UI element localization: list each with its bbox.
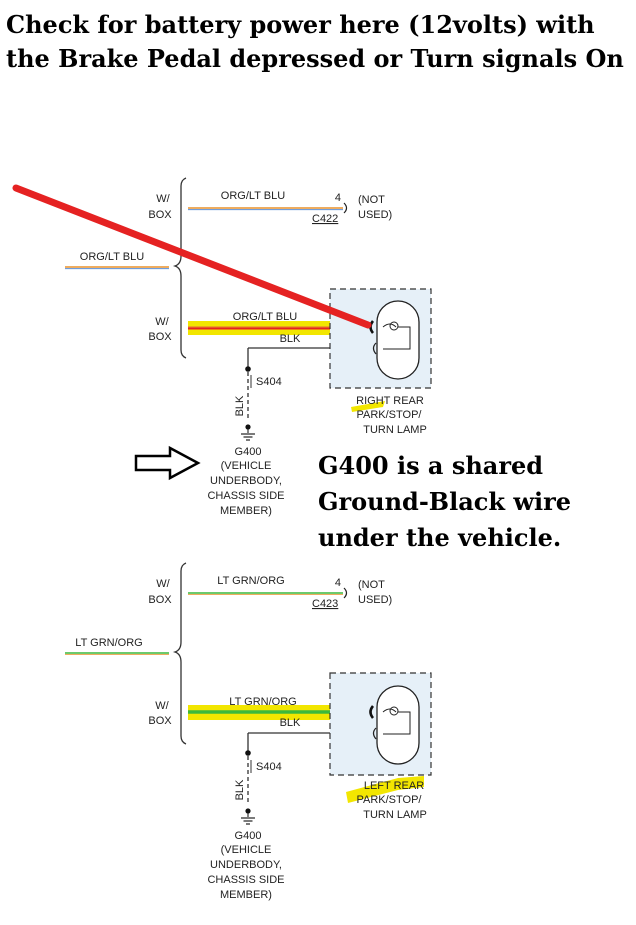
top-ground-wire-label: BLK [234, 395, 246, 416]
bottom-connector-symbol [343, 587, 348, 599]
bottom-lamp-wire-label: LT GRN/ORG [229, 696, 296, 708]
bottom-lamp-label-highlight [346, 776, 424, 803]
top-splice-label: S404 [256, 376, 282, 388]
bottom-ground-wire-label: BLK [234, 779, 246, 800]
top-ground-dot [245, 424, 251, 430]
pointer-arrow-icon [134, 445, 201, 481]
bottom-lamp-filament-1 [382, 708, 397, 713]
bottom-ground-desc-3: CHASSIS SIDE [207, 874, 284, 886]
bottom-splice-label: S404 [256, 761, 282, 773]
top-side-wire-label: ORG/LT BLU [80, 251, 144, 263]
bottom-ground-dot [245, 808, 251, 814]
top-pin-label: 4 [335, 192, 341, 204]
bottom-not-used-1: (NOT [358, 579, 385, 591]
bottom-ground-desc-2: UNDERBODY, [210, 859, 282, 871]
bottom-lamp-terminal-2 [372, 727, 377, 740]
bottom-ground-id: G400 [235, 830, 262, 842]
bottom-lamp-bulb [376, 685, 420, 765]
top-box-label-3: W/ [155, 316, 169, 328]
bottom-box-label-3: W/ [155, 700, 169, 712]
top-not-used-2: USED) [358, 209, 392, 221]
bottom-side-wire-label: LT GRN/ORG [75, 637, 142, 649]
bottom-wire-label: LT GRN/ORG [217, 575, 284, 587]
red-pointer-line [12, 184, 372, 329]
top-ground-id: G400 [235, 446, 262, 458]
top-splice-dot [245, 366, 251, 372]
top-ground-desc-4: MEMBER) [220, 505, 272, 517]
top-circuit: W/ BOX W/ BOX ORG/LT BLU 4 C422 (NOT USE… [65, 177, 432, 517]
instruction-line-2: the Brake Pedal depressed or Turn signal… [6, 44, 624, 73]
callout-line-2: Ground-Black wire [318, 487, 572, 516]
callout-line-3: under the vehicle. [318, 523, 562, 552]
bottom-lamp-terminal-1 [369, 705, 375, 719]
callout-line-1: G400 is a shared [318, 451, 544, 480]
top-wire-label: ORG/LT BLU [221, 190, 285, 202]
top-lamp-wire-label: ORG/LT BLU [233, 311, 297, 323]
top-ground-desc-2: UNDERBODY, [210, 475, 282, 487]
bottom-connector-label: C423 [312, 598, 338, 610]
bottom-lamp-filament-loop [389, 706, 399, 716]
top-lamp-label-3: TURN LAMP [363, 424, 427, 436]
instruction-line-1: Check for battery power here (12volts) w… [6, 10, 595, 39]
bottom-lamp-label-2: PARK/STOP/ [356, 794, 422, 806]
top-connector-label: C422 [312, 213, 338, 225]
bottom-box-label-4: BOX [148, 715, 172, 727]
top-brace [172, 177, 187, 359]
bottom-box-label-1: W/ [156, 578, 170, 590]
instruction-heading: Check for battery power here (12volts) w… [6, 8, 632, 76]
top-ground-desc-3: CHASSIS SIDE [207, 490, 284, 502]
top-lamp-filament-loop [389, 321, 399, 331]
top-blk-wire-label: BLK [280, 333, 301, 345]
bottom-not-used-2: USED) [358, 594, 392, 606]
ground-callout: G400 is a shared Ground-Black wire under… [318, 448, 628, 556]
top-lamp-bulb [376, 300, 420, 380]
top-lamp-filament-2 [383, 326, 411, 350]
top-connector-symbol [343, 202, 348, 214]
top-not-used-1: (NOT [358, 194, 385, 206]
bottom-brace [172, 562, 187, 745]
top-lamp-label-2: PARK/STOP/ [356, 409, 422, 421]
top-box-label-2: BOX [148, 209, 172, 221]
top-lamp-label-1: RIGHT REAR [356, 395, 424, 407]
top-box-label-4: BOX [148, 331, 172, 343]
bottom-circuit: W/ BOX W/ BOX LT GRN/ORG 4 C423 (NOT USE… [65, 562, 432, 901]
bottom-ground-desc-4: MEMBER) [220, 889, 272, 901]
top-lamp-terminal-2 [372, 342, 377, 355]
bottom-lamp-filament-2 [383, 711, 411, 735]
top-lamp-label-highlight [351, 401, 385, 412]
bottom-blk-wire-label: BLK [280, 717, 301, 729]
bottom-pin-label: 4 [335, 577, 341, 589]
bottom-ground-desc-1: (VEHICLE [221, 844, 272, 856]
top-box-label-1: W/ [156, 193, 170, 205]
top-lamp-filament-1 [382, 323, 397, 328]
bottom-lamp-label-1: LEFT REAR [364, 780, 424, 792]
bottom-splice-dot [245, 750, 251, 756]
bottom-box-label-2: BOX [148, 594, 172, 606]
top-ground-desc-1: (VEHICLE [221, 460, 272, 472]
bottom-lamp-label-3: TURN LAMP [363, 809, 427, 821]
